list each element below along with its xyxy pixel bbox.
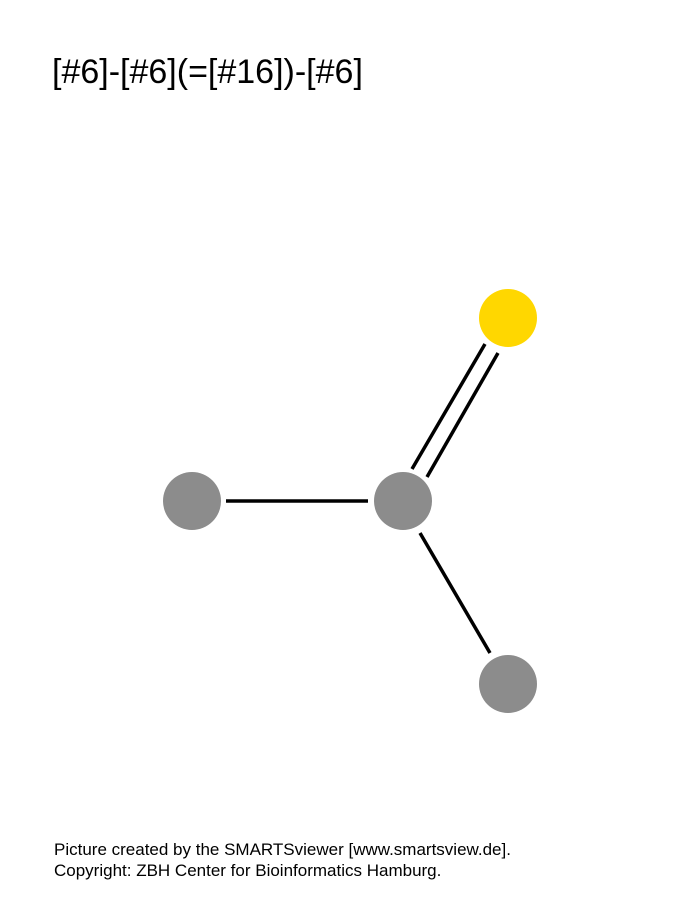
footer-credit-line: Picture created by the SMARTSviewer [www… — [54, 840, 511, 859]
atom-sulfur — [479, 289, 537, 347]
bond-c2-c3 — [418, 532, 492, 654]
footer-copyright-line: Copyright: ZBH Center for Bioinformatics… — [54, 861, 442, 880]
atom-carbon-bottom — [479, 655, 537, 713]
atom-carbon-left — [163, 472, 221, 530]
atom-carbon-center — [374, 472, 432, 530]
bond-c2-s1-line-a — [410, 343, 487, 470]
smarts-pattern-title: [#6]-[#6](=[#16])-[#6] — [52, 53, 363, 91]
footer-credits: Picture created by the SMARTSviewer [www… — [54, 839, 511, 881]
bond-c2-s1-line-b — [425, 352, 500, 478]
